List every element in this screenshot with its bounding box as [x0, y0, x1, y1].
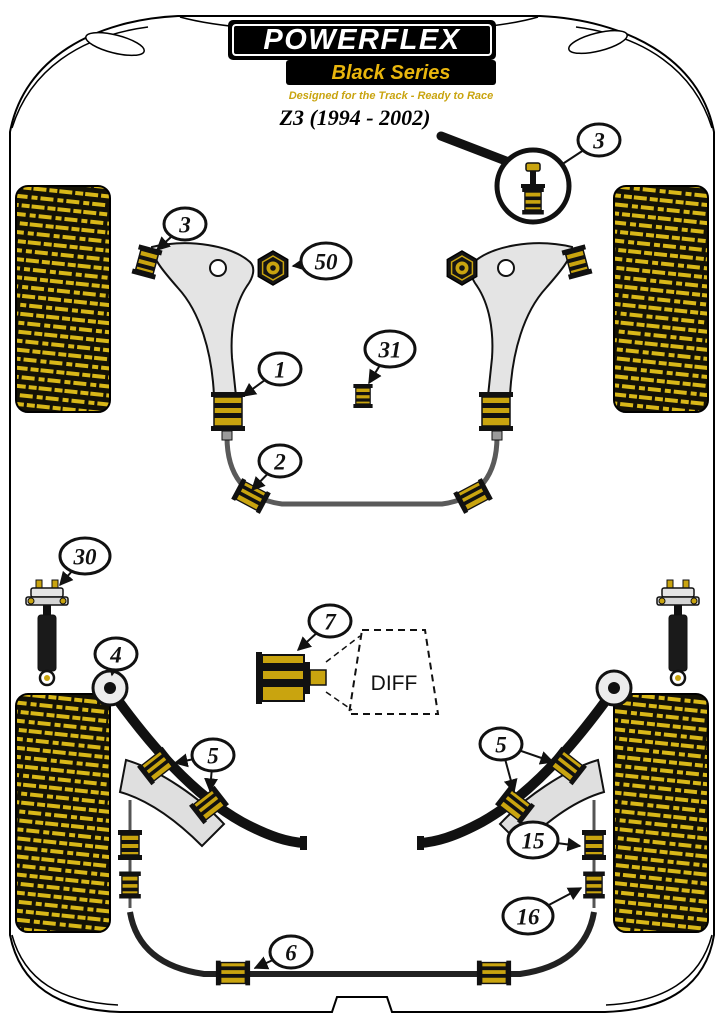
callout-4: 4 [93, 636, 139, 677]
brand-logo: POWERFLEX Black Series Designed for the … [228, 20, 496, 102]
car-body-outline [9, 15, 715, 1013]
hood-vent-left [85, 31, 145, 57]
callout-3: 3 [560, 122, 622, 166]
fender-line-right [575, 26, 713, 129]
callout-bubble [190, 737, 236, 773]
tire-rear-right [613, 693, 709, 933]
rear-shock-right [655, 578, 701, 687]
callout-bubble [257, 443, 303, 479]
callout-15: 15 [506, 820, 582, 860]
hex-nut-left [257, 250, 289, 286]
callout-7: 7 [296, 603, 353, 651]
fender-line-left [11, 26, 149, 129]
hex-nut-right [446, 250, 478, 286]
callout-6: 6 [253, 934, 314, 970]
callout-3: 3 [155, 206, 208, 251]
magnifier-handle [436, 131, 511, 166]
diff-mount-bushing [256, 652, 327, 704]
rear-shock-left [24, 578, 70, 687]
arb-bushing-rear-left [215, 959, 251, 987]
front-left-control-arm [132, 243, 254, 440]
rear-corner-right [417, 671, 631, 908]
callout-number: 6 [285, 940, 297, 965]
callout-number: 4 [109, 642, 122, 667]
rear-fender-line-right [605, 934, 713, 1006]
magnifier-detail [436, 131, 572, 225]
tire-front-left [15, 185, 111, 413]
callout-number: 5 [207, 743, 219, 768]
series-name: Black Series [332, 62, 451, 84]
callout-bubble [506, 820, 560, 860]
callout-number: 3 [592, 128, 605, 153]
rear-fender-line-left [11, 934, 119, 1006]
callout-2: 2 [251, 443, 303, 492]
arb-bushing-front-right [452, 477, 494, 515]
callout-number: 1 [274, 357, 286, 382]
callout-number: 16 [517, 904, 541, 929]
arb-bushing-rear-right [476, 959, 512, 987]
callout-bubble [307, 603, 353, 639]
callout-number: 3 [178, 212, 191, 237]
callout-number: 30 [73, 544, 98, 569]
callout-number: 31 [378, 337, 402, 362]
diff-label: DIFF [371, 672, 418, 695]
callout-bubble [478, 726, 524, 762]
callout-5: 5 [173, 737, 236, 793]
callout-bubble [576, 122, 622, 158]
callout-bubble [93, 636, 139, 672]
tire-front-right [613, 185, 709, 413]
callout-31: 31 [363, 329, 417, 385]
callout-number: 7 [324, 609, 337, 634]
model-title: Z3 (1994 - 2002) [279, 105, 431, 130]
hood-vent-right [568, 29, 628, 55]
callout-50: 50 [291, 241, 353, 281]
callout-bubble [501, 896, 555, 936]
callout-bubble [363, 329, 417, 369]
tire-rear-left [15, 693, 111, 933]
brand-name: POWERFLEX [263, 24, 460, 56]
callout-bubble [58, 536, 112, 576]
callout-bubble [299, 241, 353, 281]
callout-30: 30 [58, 536, 112, 587]
rear-corner-left [93, 671, 307, 908]
callout-number: 5 [495, 732, 507, 757]
callout-16: 16 [501, 887, 583, 936]
callout-bubble [162, 206, 208, 242]
front-right-control-arm [471, 243, 593, 440]
arb-bushing-front-left [230, 477, 272, 515]
series-box [286, 60, 496, 85]
brand-logo-box [228, 20, 496, 60]
callout-number: 2 [273, 449, 286, 474]
callout-5: 5 [478, 726, 555, 794]
front-anti-roll-bar [224, 436, 500, 515]
rear-anti-roll-bar [127, 911, 597, 987]
diff-outline: DIFF [325, 629, 440, 715]
callout-number: 15 [522, 828, 545, 853]
callout-1: 1 [241, 351, 303, 397]
callout-bubble [257, 351, 303, 387]
bushing-31 [352, 383, 374, 409]
brand-tagline: Designed for the Track - Ready to Race [289, 90, 494, 102]
callout-number: 50 [315, 249, 339, 274]
callout-bubble [268, 934, 314, 970]
